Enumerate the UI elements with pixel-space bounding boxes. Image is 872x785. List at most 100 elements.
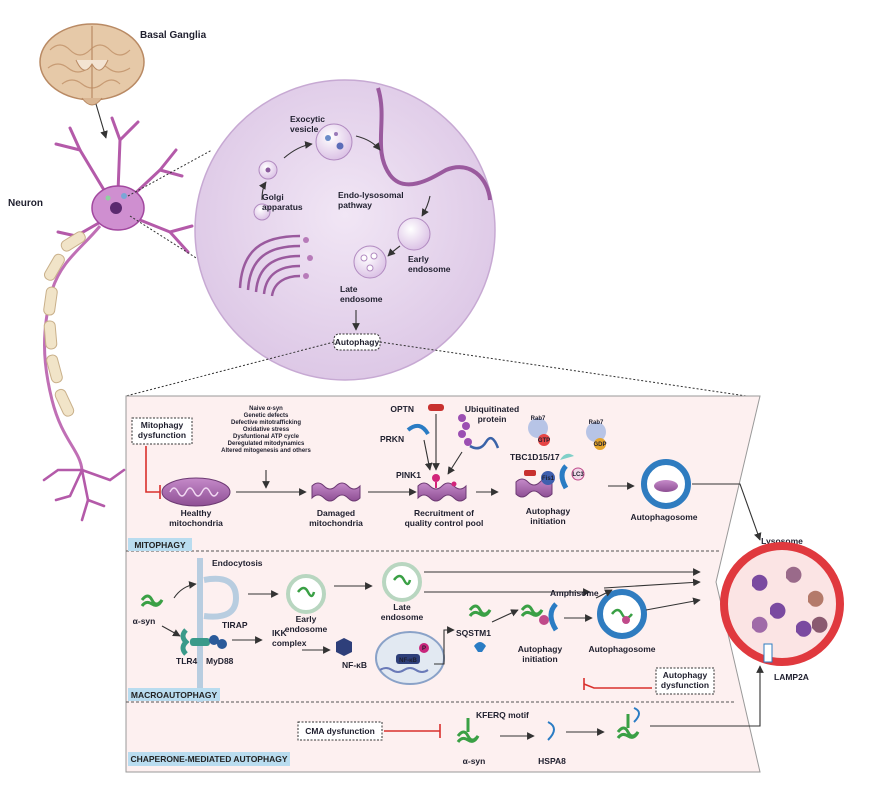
neuron-label: Neuron	[8, 198, 43, 209]
hspa8-label: HSPA8	[538, 756, 566, 766]
golgi-vesicle	[303, 273, 309, 279]
alpha-syn-aggregate	[468, 604, 492, 617]
fis1-label: Fis1	[542, 476, 555, 482]
autophagy-dysfunction-box	[655, 667, 715, 695]
alpha-syn-label-2: α-syn	[463, 756, 486, 766]
cell-zoom-circle	[194, 79, 496, 381]
early-endosome	[286, 574, 326, 614]
pink1-icon	[432, 474, 440, 482]
late-endosome-vesicle	[353, 245, 387, 279]
golgi-apparatus	[238, 234, 301, 297]
nfkb-nuclear-label: NF-κB	[399, 658, 417, 664]
lc3-icon	[571, 467, 585, 481]
lc3-label: LC3	[572, 472, 584, 478]
prkn-icon	[406, 423, 430, 436]
ubiquitin-chain	[458, 414, 500, 450]
mitophagy-section-label: MITOPHAGY	[134, 540, 186, 550]
alpha-syn-hspa8-complex	[616, 707, 640, 739]
mitophagy-inhibition	[145, 446, 160, 493]
recruitment-mitochondria	[417, 474, 467, 502]
late-endosome	[382, 562, 422, 602]
tirap-label: TIRAP	[222, 620, 248, 630]
fis1-icon	[541, 471, 555, 485]
rab7-label: Rab7	[531, 416, 546, 422]
basal-ganglia-label: Basal Ganglia	[140, 30, 207, 41]
macro-section-tab	[128, 688, 220, 701]
tlr4-label: TLR4	[176, 656, 198, 666]
mitophagy-section-tab	[128, 538, 192, 551]
prkn-label: PRKN	[380, 434, 404, 444]
tbc1d15-label: TBC1D15/17	[510, 452, 560, 462]
autophagy-label: Autophagy	[335, 337, 380, 347]
autophagy-inhibition	[583, 683, 652, 689]
lysosome-enzymes	[752, 566, 828, 637]
lysosome-label: Lysosome	[761, 536, 803, 546]
golgi-vesicle	[303, 237, 309, 243]
optn-label: OPTN	[390, 404, 414, 414]
healthy-mitochondria	[161, 477, 231, 507]
endocytosis-label: Endocytosis	[212, 558, 263, 568]
autophagosome-label-2: Autophagosome	[588, 644, 655, 654]
sqstm1-icon	[474, 642, 486, 652]
myd88-label: MyD88	[206, 656, 234, 666]
rab7-gdp-icon	[586, 422, 606, 442]
nfkb-label: NF-κB	[342, 660, 367, 670]
amphisome-label: Amphisome	[550, 588, 599, 598]
early-endosome-vesicle	[397, 217, 431, 251]
rab7-label: Rab7	[589, 420, 604, 426]
cma-section-label: CHAPERONE-MEDIATED AUTOPHAGY	[130, 754, 287, 764]
tlr4-receptor	[180, 628, 210, 656]
exocytic-vesicle	[315, 123, 353, 161]
brain-to-neuron-arrow	[95, 103, 108, 139]
golgi-vesicle	[253, 203, 271, 221]
lamp2a-label: LAMP2A	[774, 672, 809, 682]
lamp2a-icon	[763, 643, 773, 663]
alpha-syn-cma	[456, 718, 480, 743]
brain-illustration	[39, 23, 145, 106]
macro-section-label: MACROAUTOPHAGY	[131, 690, 218, 700]
myd88-icon	[209, 635, 227, 649]
nfkb-nuclear	[396, 654, 420, 664]
endocytic-pit	[203, 575, 240, 620]
hspa8-icon	[547, 721, 555, 741]
mito-autophagy-initiation	[515, 418, 606, 498]
pink1-label: PINK1	[396, 470, 421, 480]
sqstm1-label: SQSTM1	[456, 628, 491, 638]
neuron-illustration	[42, 116, 194, 522]
zoom-line-right	[379, 341, 761, 399]
alpha-syn-icon	[140, 594, 164, 607]
rab7-gtp-icon	[528, 418, 548, 438]
phospho-label: P	[422, 646, 426, 652]
cma-dysfunction-label: CMA dysfunction	[305, 726, 375, 736]
lysosome	[720, 542, 844, 666]
phospho-icon	[419, 643, 429, 653]
golgi-vesicle	[307, 255, 313, 261]
nfkb-complex	[336, 638, 352, 656]
macro-autophagy-initiation	[520, 602, 559, 632]
plasma-membrane	[376, 87, 492, 201]
kferq-label: KFERQ motif	[476, 710, 529, 720]
optn-icon	[428, 404, 444, 411]
gdp-label: GDP	[593, 442, 606, 448]
cma-dysfunction-box	[297, 721, 383, 741]
alpha-syn-label: α-syn	[133, 616, 156, 626]
autophagosome-label: Autophagosome	[630, 512, 697, 522]
